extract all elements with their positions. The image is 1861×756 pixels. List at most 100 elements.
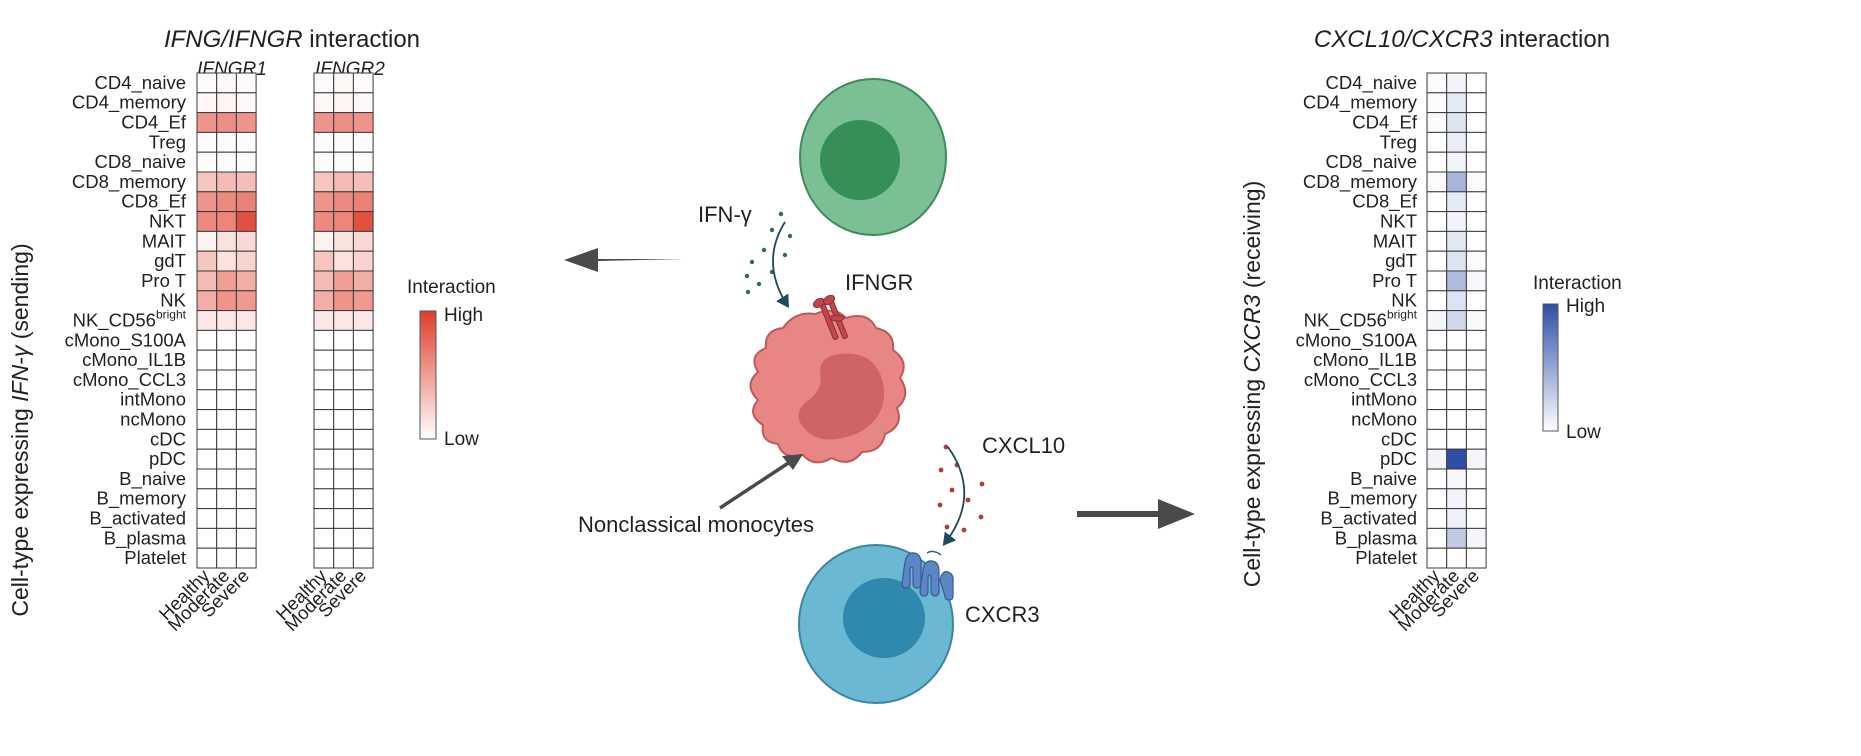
heatmap-cell	[1465, 448, 1487, 470]
heatmap-cell	[235, 92, 257, 114]
heatmap-cell	[1446, 112, 1467, 133]
row-label: Platelet	[124, 547, 186, 568]
heatmap-cell	[1426, 409, 1448, 430]
heatmap-cell	[1465, 349, 1487, 371]
heatmap-cell	[352, 527, 374, 549]
right-title-genes: CXCL10/CXCR3	[1314, 26, 1493, 53]
heatmap-cell	[313, 389, 335, 411]
heatmap-cell	[235, 508, 257, 529]
ifngr-receptor-icon	[812, 294, 848, 341]
row-label: MAIT	[1373, 230, 1417, 251]
heatmap-cell	[216, 171, 237, 193]
heatmap-cell	[235, 171, 257, 193]
heatmap-cell	[216, 191, 237, 213]
heatmap-cell	[1465, 250, 1487, 272]
row-label: NK	[160, 290, 186, 311]
heatmap-cell	[1446, 329, 1467, 351]
right-row-labels: CD4_naiveCD4_memoryCD4_EfTregCD8_naiveCD…	[1296, 72, 1418, 568]
heatmap-cell	[1465, 131, 1487, 153]
row-label: MAIT	[142, 230, 186, 251]
heatmap-cell	[333, 428, 354, 450]
heatmap-cell	[1446, 151, 1467, 173]
heatmap-cell	[235, 527, 257, 549]
heatmap-cell	[1426, 112, 1448, 133]
heatmap-cell	[352, 547, 374, 569]
heatmap-cell	[216, 151, 237, 173]
heatmap-cell	[1426, 191, 1448, 213]
row-label: cMono_IL1B	[1313, 349, 1417, 371]
ifngr-label: IFNGR	[845, 270, 913, 295]
heatmap-cell	[1426, 250, 1448, 272]
heatmap-cell	[1465, 290, 1487, 312]
heatmap-cell	[1426, 230, 1448, 252]
heatmap-cell	[235, 72, 257, 94]
heatmap-cell	[216, 389, 237, 411]
heatmap-cell	[1426, 508, 1448, 529]
heatmap-cell	[352, 92, 374, 114]
heatmap-cell	[352, 488, 374, 510]
right-heatmap-panel: CXCL10/CXCR3 interaction Cell-type expre…	[1239, 26, 1622, 635]
heatmap-cell	[333, 508, 354, 529]
heatmap-cell	[196, 547, 218, 569]
heatmap-cell	[352, 369, 374, 391]
heatmap-cell	[1426, 349, 1448, 371]
heatmap-cell	[1446, 488, 1467, 510]
heatmap-cell	[216, 488, 237, 510]
heatmap-cell	[196, 488, 218, 510]
heatmap-cell	[333, 547, 354, 569]
heatmap-cell	[352, 230, 374, 252]
row-label: Pro T	[1372, 270, 1417, 291]
heatmap-cell	[352, 270, 374, 292]
heatmap-cell	[235, 448, 257, 470]
heatmap-cell	[235, 191, 257, 213]
heatmap-cell	[1446, 508, 1467, 529]
heatmap-cell	[1446, 468, 1467, 490]
heatmap-cell	[196, 290, 218, 312]
heatmap-cell	[1426, 171, 1448, 193]
left-heatmap-panel: IFNG/IFNGR interaction IFNGR1 IFNGR2 Cel…	[7, 26, 496, 635]
heatmap-cell	[333, 310, 354, 331]
row-label: CD4_Ef	[1352, 112, 1418, 134]
row-label: Treg	[149, 131, 186, 152]
row-label: B_plasma	[104, 527, 187, 549]
row-label: CD8_Ef	[121, 191, 187, 213]
heatmap-cell	[333, 230, 354, 252]
row-label: B_naive	[1350, 468, 1417, 490]
heatmap-cell	[1465, 389, 1487, 411]
heatmap-cell	[313, 131, 335, 153]
row-label: B_naive	[119, 468, 186, 490]
heatmap-cell	[1426, 527, 1448, 549]
row-label: NK_CD56bright	[73, 308, 187, 332]
heatmap-cell	[313, 448, 335, 470]
heatmap-cell	[235, 428, 257, 450]
row-label: Platelet	[1355, 547, 1417, 568]
heatmap-cell	[333, 389, 354, 411]
heatmap-cell	[235, 310, 257, 331]
row-label: B_memory	[97, 488, 187, 510]
row-label: NK	[1391, 290, 1417, 311]
row-label: B_activated	[89, 508, 186, 530]
heatmap-cell	[1465, 211, 1487, 232]
monocytes-label: Nonclassical monocytes	[578, 512, 814, 537]
heatmap-cell	[352, 290, 374, 312]
heatmap-cell	[1465, 72, 1487, 94]
row-label: NKT	[1380, 211, 1417, 232]
heatmap-cell	[352, 409, 374, 430]
row-label: cMono_CCL3	[1304, 369, 1417, 391]
heatmap-cell	[196, 389, 218, 411]
monocytes-pointer-head	[782, 454, 803, 470]
heatmap-cell	[352, 468, 374, 490]
heatmap-cell	[333, 527, 354, 549]
heatmap-cell	[196, 448, 218, 470]
heatmap-cell	[333, 349, 354, 371]
row-label: pDC	[149, 448, 186, 469]
heatmap-cell	[196, 131, 218, 153]
center-diagram: IFN-γ IFNGR CXCL10	[564, 78, 1195, 704]
ifn-gamma-label: IFN-γ	[698, 202, 752, 227]
heatmap-cell	[196, 72, 218, 94]
heatmap-cell	[1465, 270, 1487, 292]
heatmap-cell	[333, 92, 354, 114]
row-label: Pro T	[141, 270, 186, 291]
heatmap-cell	[352, 329, 374, 351]
heatmap-cell	[1465, 508, 1487, 529]
